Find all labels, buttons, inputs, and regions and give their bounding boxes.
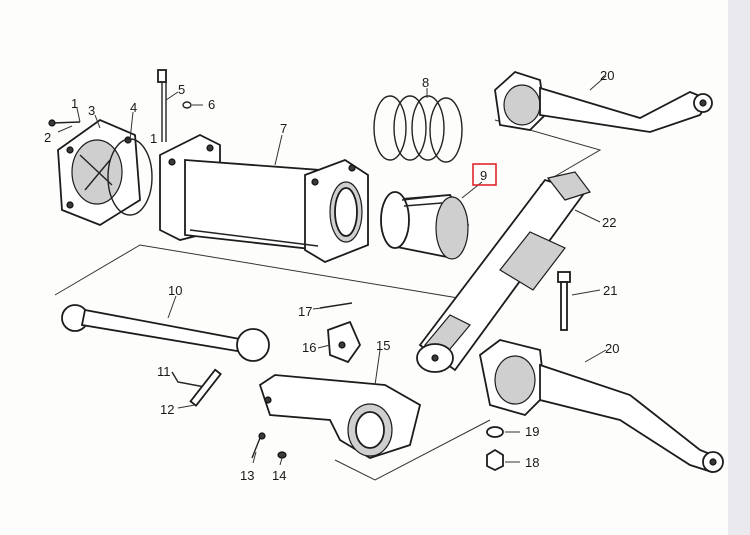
- upper-lift-arm: [494, 70, 713, 133]
- label-1: 1: [71, 96, 78, 111]
- clevis-pin: [171, 368, 222, 407]
- screw-and-washer: [251, 432, 287, 459]
- label-1-body: 1: [150, 131, 157, 146]
- lower-lift-arm: [479, 339, 724, 474]
- label-13: 13: [240, 468, 254, 483]
- label-14: 14: [272, 468, 286, 483]
- label-15: 15: [376, 338, 390, 353]
- piston: [380, 191, 470, 260]
- splined-shaft: [416, 171, 591, 373]
- cylinder-body: [159, 133, 369, 264]
- cam-block: [319, 302, 362, 364]
- label-22: 22: [602, 215, 616, 230]
- label-7: 7: [280, 121, 287, 136]
- highlight-box: [472, 163, 497, 186]
- end-cover-plate: [48, 118, 141, 227]
- label-3: 3: [88, 103, 95, 118]
- callout-labels: 1 2 3 4 5 6 7 8 9 10 11 12 13 14 15 16 1…: [44, 68, 619, 483]
- label-5: 5: [178, 82, 185, 97]
- label-20-upper: 20: [600, 68, 614, 83]
- assembly-outline-bottom: [334, 419, 491, 481]
- label-18: 18: [525, 455, 539, 470]
- label-9: 9: [480, 168, 487, 183]
- label-8: 8: [422, 75, 429, 90]
- label-12: 12: [160, 402, 174, 417]
- page-edge-shadow: [728, 0, 750, 535]
- bolt: [557, 271, 571, 331]
- label-20-lower: 20: [605, 341, 619, 356]
- piston-rings: [373, 95, 463, 163]
- link-rod: [61, 304, 270, 362]
- label-21: 21: [603, 283, 617, 298]
- label-2: 2: [44, 130, 51, 145]
- label-17: 17: [298, 304, 312, 319]
- lift-arm: [258, 374, 422, 459]
- label-19: 19: [525, 424, 539, 439]
- long-bolt: [157, 69, 192, 142]
- nut-and-washer: [486, 426, 504, 472]
- label-4: 4: [130, 100, 137, 115]
- assembly-outline-top: [494, 119, 602, 186]
- label-16: 16: [302, 340, 316, 355]
- label-11: 11: [157, 364, 171, 379]
- label-10: 10: [168, 283, 182, 298]
- label-6: 6: [208, 97, 215, 112]
- leader-lines: [57, 75, 607, 466]
